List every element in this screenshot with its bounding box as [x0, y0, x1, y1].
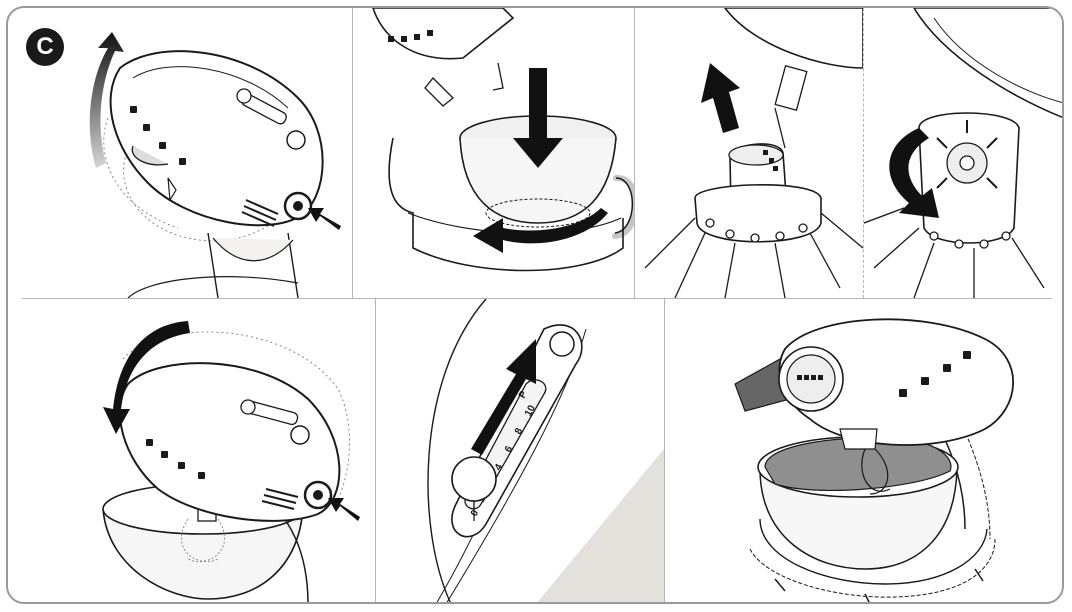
mixer-head [111, 51, 323, 226]
press-button-arrow [308, 208, 341, 230]
panel-7-illustration [665, 299, 1064, 604]
panel-5-illustration [8, 299, 375, 604]
panel-3-illustration [635, 8, 863, 298]
flat-beater [645, 144, 863, 298]
panel-speed-lever: 0 1 2 4 6 8 10 P [376, 299, 664, 604]
panel-6-illustration: 0 1 2 4 6 8 10 P [376, 299, 664, 604]
panel-attach-beater [635, 8, 863, 298]
press-release-arrow [328, 498, 360, 521]
speed-lever-knob [452, 457, 496, 501]
panel-lock-beater [864, 8, 1064, 298]
beater-hub-locked [864, 113, 1044, 298]
panel-2-illustration [353, 8, 634, 298]
panel-insert-bowl [353, 8, 634, 298]
panel-lower-head [8, 299, 375, 604]
step-badge: C [26, 28, 64, 66]
mixer-head-assembled [779, 319, 1013, 449]
panel-4-illustration [864, 8, 1064, 298]
panel-assembled-mixer [665, 299, 1064, 604]
figure-frame: C [6, 6, 1064, 604]
push-up-arrow [701, 63, 740, 133]
